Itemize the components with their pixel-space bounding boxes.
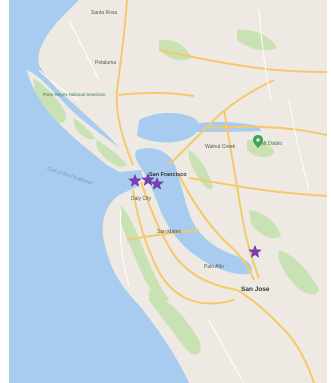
sf-bay <box>135 148 253 275</box>
highway-4 <box>208 125 327 136</box>
markers-layer <box>128 172 262 258</box>
map-frame[interactable]: Gulf of the Farallones Santa Rosa Petalu… <box>9 0 327 383</box>
highway-37 <box>118 91 195 97</box>
park-mt-diablo <box>247 139 275 158</box>
park-point-reyes <box>33 78 66 124</box>
label-daly-city: Daly City <box>131 196 152 202</box>
label-san-mateo: San Mateo <box>157 229 181 235</box>
label-san-francisco: San Francisco <box>149 172 187 178</box>
highway-280 <box>132 189 235 305</box>
road-coast-2 <box>38 69 80 101</box>
road-coast-1 <box>68 19 100 81</box>
park-diablo-range <box>278 250 319 295</box>
label-point-reyes: Point Reyes National Seashore <box>43 92 106 97</box>
highway-12 <box>158 49 327 73</box>
road-pacifica <box>119 209 130 286</box>
highways <box>115 0 327 383</box>
park-santa-cruz-mtns <box>149 290 201 355</box>
san-pablo-bay <box>137 112 200 143</box>
road-east-2 <box>288 99 310 191</box>
highway-580 <box>188 177 327 197</box>
road-south-1 <box>208 319 245 383</box>
label-palo-alto: Palo Alto <box>204 264 224 270</box>
road-east-1 <box>258 9 272 101</box>
minor-roads <box>38 9 310 383</box>
golden-gate <box>119 170 143 181</box>
highway-101-north <box>115 0 134 166</box>
park-peninsula-hills <box>121 205 169 301</box>
park-marin-headlands <box>96 140 127 167</box>
marker-sf-west-star-icon[interactable] <box>128 173 142 187</box>
map-canvas[interactable]: Gulf of the Farallones Santa Rosa Petalu… <box>9 0 327 383</box>
highway-101-peninsula <box>140 181 238 291</box>
label-santa-rosa: Santa Rosa <box>91 10 117 16</box>
place-pin-dot <box>256 138 260 142</box>
highway-101-south <box>236 289 315 383</box>
marker-sf-east-star-icon[interactable] <box>150 176 164 190</box>
label-walnut-creek: Walnut Creek <box>205 144 236 150</box>
label-mt-diablo: Mt Diablo <box>261 141 282 147</box>
label-san-jose: San Jose <box>241 286 270 293</box>
highway-880 <box>178 174 255 281</box>
highway-92 <box>126 229 200 241</box>
park-east-bay-hills <box>188 150 213 190</box>
marker-milpitas-star-icon[interactable] <box>248 244 262 258</box>
label-petaluma: Petaluma <box>95 60 116 66</box>
park-northeast <box>237 29 277 51</box>
park-sunol <box>249 210 281 239</box>
highway-80 <box>168 79 275 166</box>
park-mt-tam <box>73 118 95 140</box>
place-pin-icon[interactable] <box>253 135 263 148</box>
marker-sf-center-star-icon[interactable] <box>141 172 155 186</box>
